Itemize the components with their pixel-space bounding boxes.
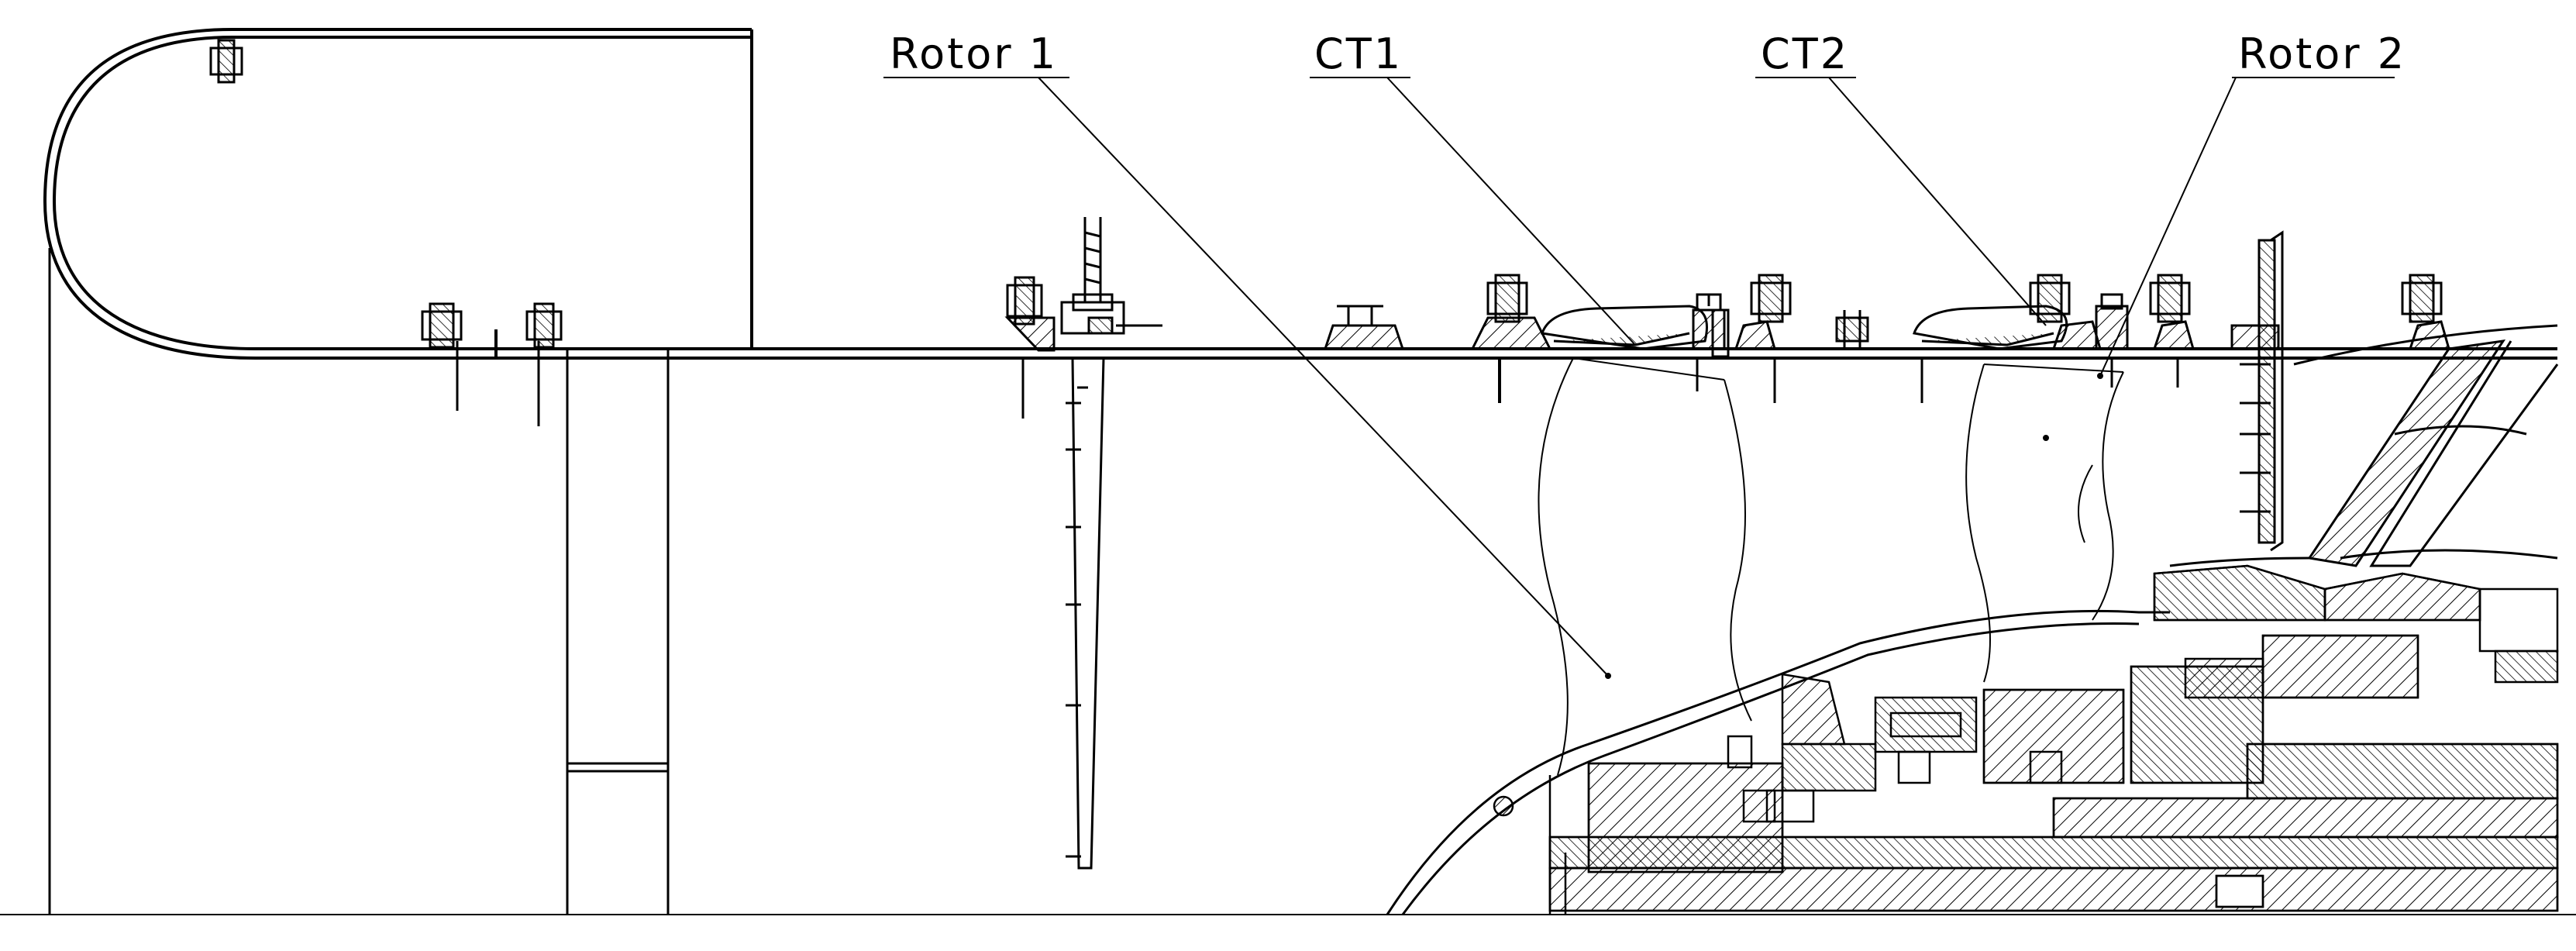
exit-duct bbox=[2169, 324, 2559, 567]
support-strut bbox=[566, 349, 670, 915]
casing-wall bbox=[682, 347, 2557, 360]
label-rotor2: Rotor 2 bbox=[2238, 29, 2406, 78]
bellmouth-bolt-top bbox=[209, 39, 243, 84]
label-rotor1: Rotor 1 bbox=[890, 29, 1058, 78]
label-ct2: CT2 bbox=[1761, 29, 1849, 78]
flange-bolts-left bbox=[421, 302, 563, 426]
probe-rake bbox=[1004, 217, 1162, 870]
rotor2-blade bbox=[1965, 364, 2124, 683]
bellmouth-inlet bbox=[43, 28, 753, 915]
casing-flanges bbox=[1471, 230, 2450, 552]
leader-lines bbox=[883, 77, 2395, 677]
rotor1-blade bbox=[1538, 357, 1752, 776]
label-ct1: CT1 bbox=[1314, 29, 1403, 78]
mount-bracket bbox=[1323, 305, 1405, 350]
hub-nacelle bbox=[1386, 609, 2170, 915]
internal-machinery bbox=[1493, 564, 2559, 915]
